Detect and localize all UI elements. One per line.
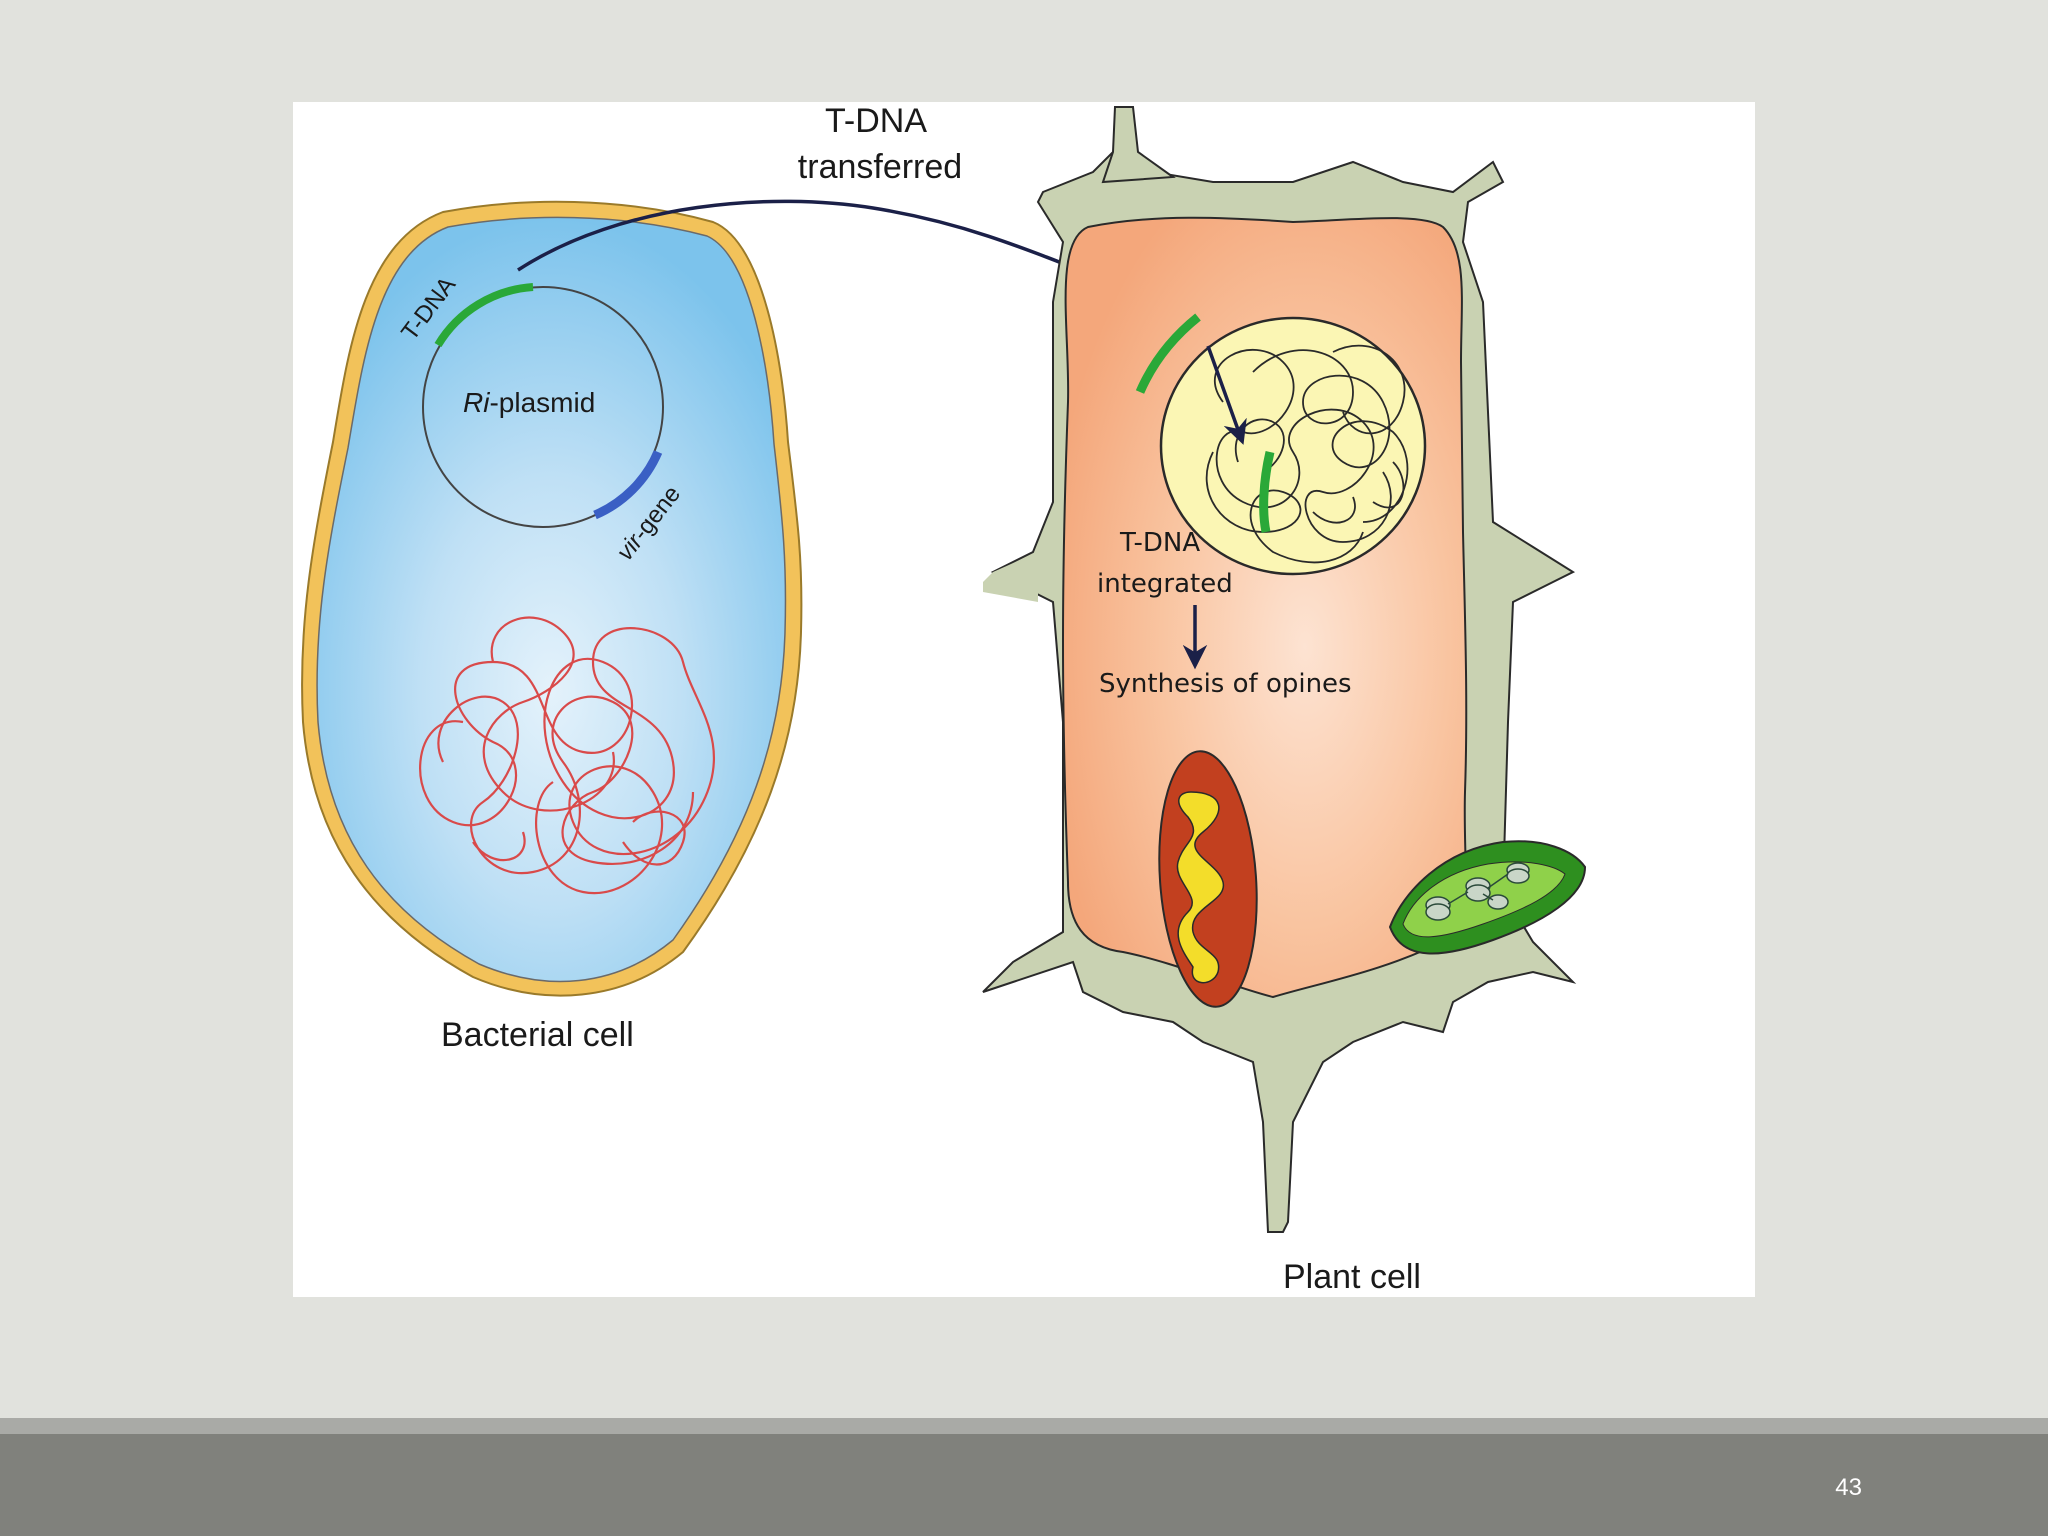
bacterial-chromosome-icon [419,616,715,895]
tdna-integrated-label-line1: T-DNA [1119,528,1200,558]
bacterial-cell: T-DNA Ri-plasmid vir-gene Bacterial cell [301,200,803,1054]
bacterial-cell-label: Bacterial cell [441,1016,634,1054]
tdna-transferred-label-line2: transferred [798,148,962,186]
mitochondrion-icon [1158,750,1258,1008]
tdna-transferred-label-line1: T-DNA [825,102,927,140]
transfer-arrow [517,199,1180,313]
plasmid-vir-gene-segment [593,450,663,520]
diagram-figure: T-DNA Ri-plasmid vir-gene Bacterial cell… [293,102,1755,1297]
plant-nucleus-icon [1159,316,1427,576]
plasmid-name-label: Ri-plasmid [463,387,595,418]
nucleus-chromatin [1205,344,1409,564]
footer-accent-bar [0,1418,2048,1434]
cytoplasm-tdna-segment [1135,313,1201,394]
page-number: 43 [1835,1474,1862,1501]
plasmid-tdna-segment [434,283,534,348]
synthesis-label: Synthesis of opines [1099,669,1352,699]
plant-wall-left-branch [983,552,1038,602]
integrated-tdna-segment [1259,450,1275,533]
chloroplast-icon [1388,840,1587,955]
plant-cell: T-DNA integrated Synthesis of opines [982,106,1587,1296]
tdna-integrated-label-line2: integrated [1097,569,1233,599]
plant-wall-top-branch [1101,106,1176,184]
ri-plasmid [422,286,664,528]
diagram-svg: T-DNA Ri-plasmid vir-gene Bacterial cell… [301,102,1587,1296]
bacterial-cytoplasm [316,216,787,983]
plant-cell-label: Plant cell [1283,1258,1421,1296]
footer-bar: 43 [0,1434,2048,1536]
integration-arrow [1206,345,1247,445]
